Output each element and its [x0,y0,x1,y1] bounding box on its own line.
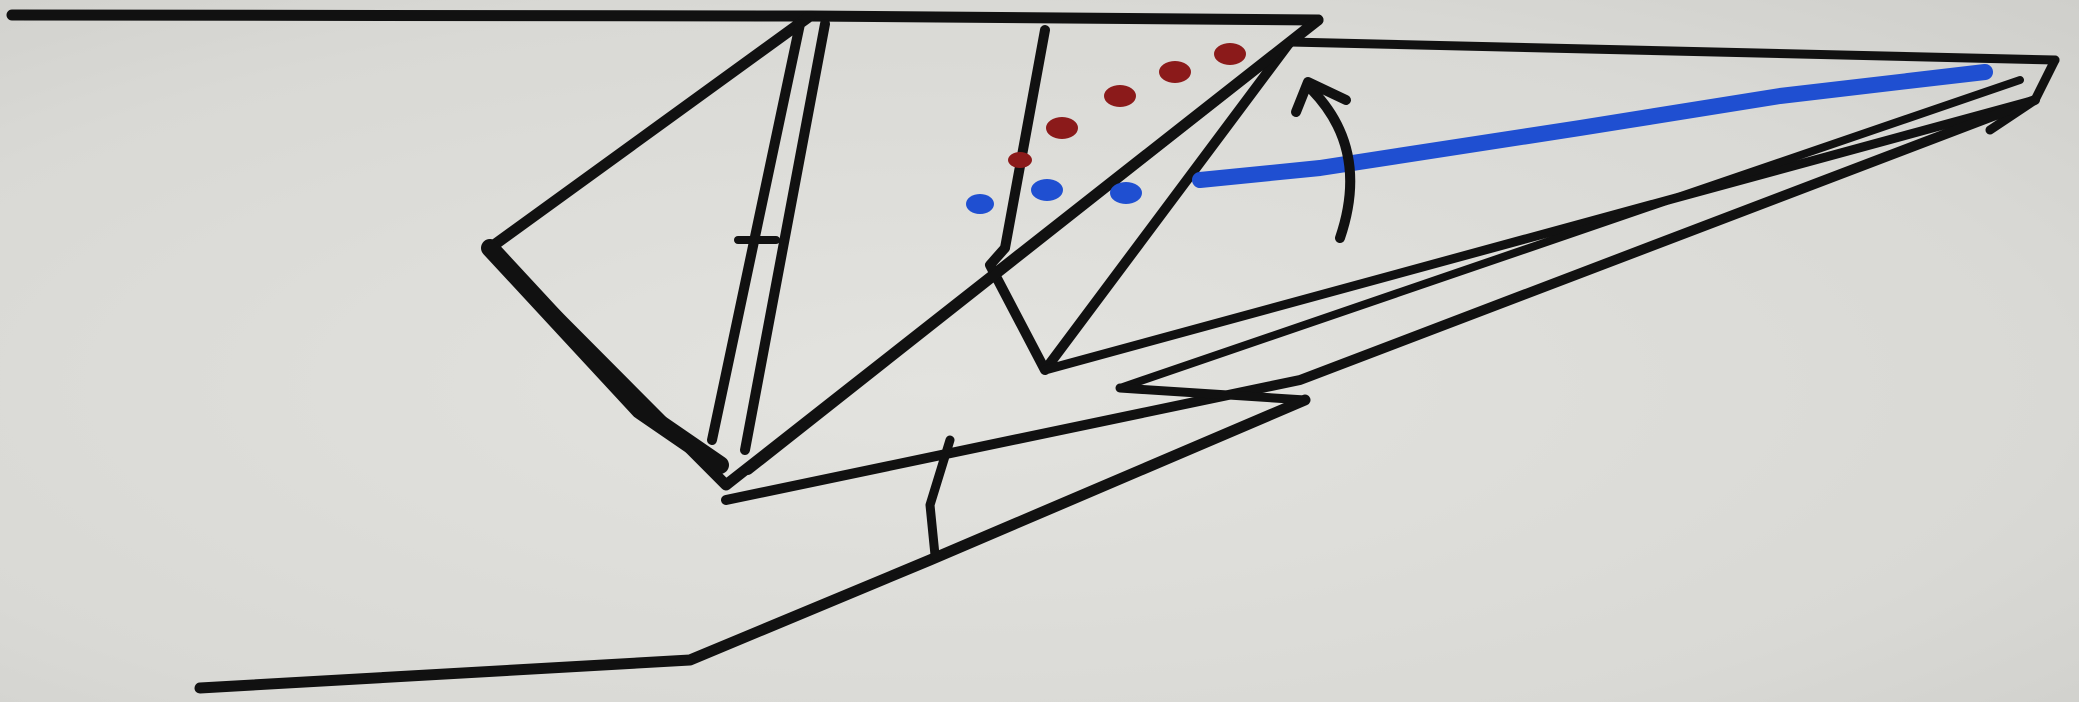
nose-tip [1990,60,2055,130]
top-edge-line [12,15,1318,20]
black-outline [12,15,2055,688]
center-crease [1005,30,1045,248]
top-long-edge [1290,42,2055,60]
left-flap-outline [490,16,1318,485]
keel-bottom-edge [200,400,1305,688]
